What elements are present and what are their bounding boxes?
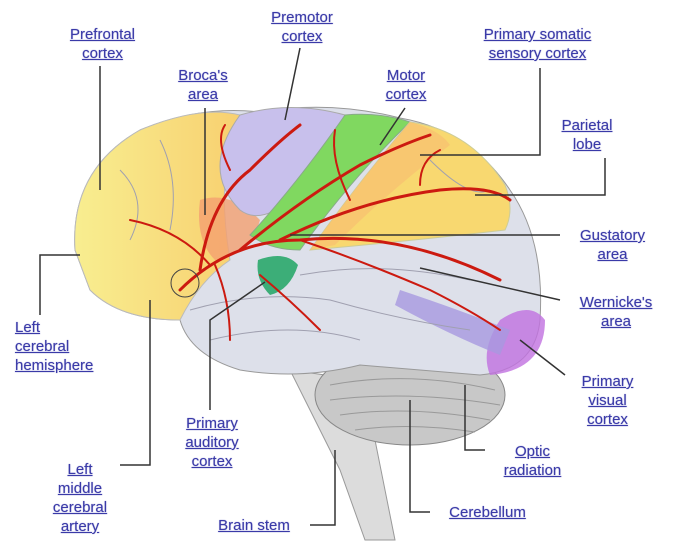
middle-cerebral-artery: [129, 123, 512, 341]
label-line: middle: [57, 480, 103, 497]
label-primary-somatic-sensory-cortex[interactable]: Primary somatic sensory cortex: [455, 25, 620, 63]
label-line: artery: [60, 518, 100, 535]
leader-lines: [39, 47, 606, 526]
optic-radiation: [395, 290, 510, 355]
label-line: Broca's: [178, 67, 228, 84]
label-line: area: [597, 246, 628, 263]
label-line: cortex: [281, 28, 323, 45]
visual-region: [486, 310, 545, 375]
label-prefrontal-cortex[interactable]: Prefrontal cortex: [50, 25, 155, 63]
label-line: cortex: [385, 86, 427, 103]
label-line: cerebral: [52, 499, 108, 516]
auditory-region: [257, 256, 298, 295]
label-line: Wernicke's: [579, 294, 653, 311]
label-line: auditory: [185, 434, 239, 451]
label-wernickes-area[interactable]: Wernicke's area: [560, 293, 672, 331]
label-line: Primary somatic: [483, 26, 592, 43]
label-line: cortex: [587, 411, 628, 428]
label-line: radiation: [503, 462, 562, 479]
label-line: Parietal: [561, 117, 613, 134]
label-left-middle-cerebral-artery[interactable]: Left middle cerebral artery: [40, 460, 120, 536]
label-line: cerebral: [15, 338, 70, 355]
label-line: Gustatory: [579, 227, 646, 244]
label-line: Left: [67, 461, 93, 478]
label-line: Premotor: [271, 9, 333, 26]
label-primary-visual-cortex[interactable]: Primary visual cortex: [565, 372, 650, 429]
label-line: lobe: [572, 136, 602, 153]
label-line: visual: [588, 392, 627, 409]
label-line: cortex: [82, 45, 123, 62]
label-line: area: [187, 86, 219, 103]
brain-stem: [289, 369, 396, 541]
label-line: Left: [15, 319, 41, 336]
label-line: Motor: [386, 67, 426, 84]
label-parietal-lobe[interactable]: Parietal lobe: [553, 116, 621, 154]
label-brocas-area[interactable]: Broca's area: [163, 66, 243, 104]
label-line: Brain stem: [218, 517, 290, 534]
label-primary-auditory-cortex[interactable]: Primary auditory cortex: [168, 414, 256, 471]
label-line: Primary: [581, 373, 634, 390]
label-line: cortex: [191, 453, 233, 470]
label-premotor-cortex[interactable]: Premotor cortex: [252, 8, 352, 46]
label-line: Prefrontal: [69, 26, 136, 43]
label-line: Cerebellum: [449, 504, 526, 521]
label-line: sensory cortex: [488, 45, 587, 62]
label-motor-cortex[interactable]: Motor cortex: [370, 66, 442, 104]
label-line: hemisphere: [15, 357, 94, 374]
label-gustatory-area[interactable]: Gustatory area: [560, 226, 665, 264]
label-cerebellum[interactable]: Cerebellum: [430, 503, 545, 522]
label-line: Primary: [186, 415, 238, 432]
label-left-cerebral-hemisphere[interactable]: Left cerebral hemisphere: [15, 318, 145, 375]
label-optic-radiation[interactable]: Optic radiation: [485, 442, 580, 480]
label-brain-stem[interactable]: Brain stem: [198, 516, 310, 535]
label-line: area: [600, 313, 632, 330]
label-line: Optic: [514, 443, 550, 460]
